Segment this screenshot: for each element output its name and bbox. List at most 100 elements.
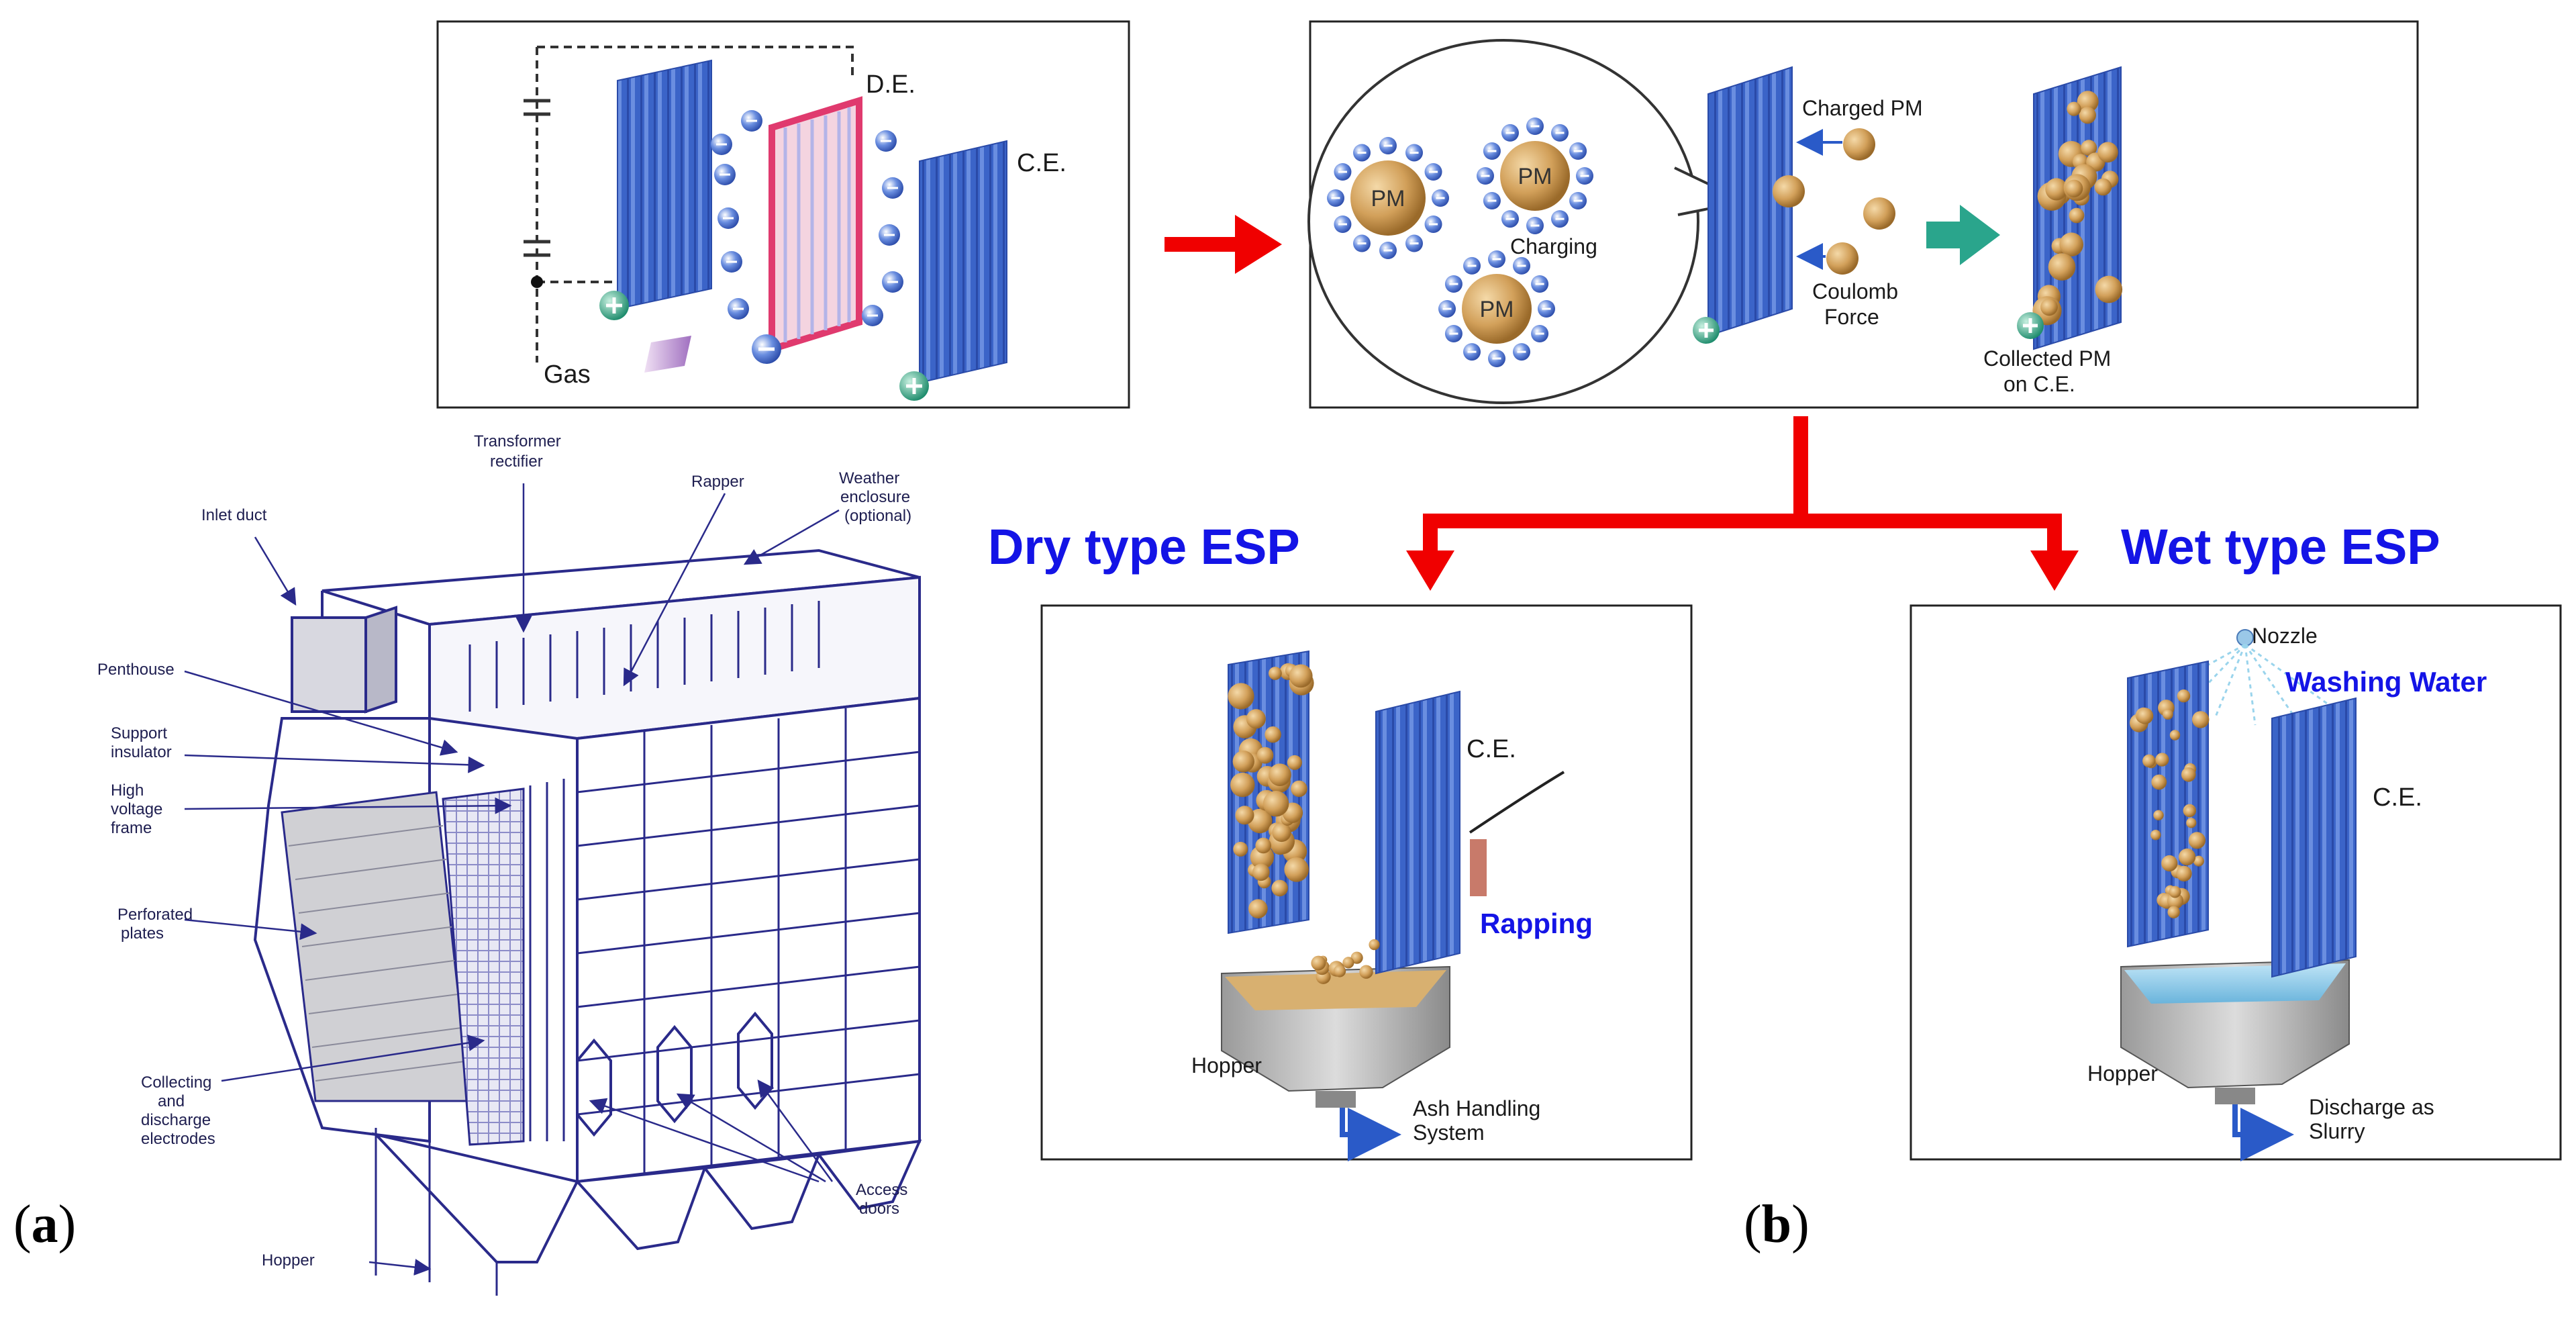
dry-particles-group [1228,663,1380,984]
collected-particle [1269,667,1282,680]
collected-particle [1271,879,1288,897]
water-spray-lines [2147,643,2330,726]
collected-particle [1269,763,1291,786]
label-washing-water: Washing Water [2285,666,2487,698]
collected-particle [2193,855,2204,867]
collected-particle [1359,965,1373,979]
collected-particle [1342,957,1354,969]
collected-particle [2161,855,2178,872]
label-gas: Gas [544,361,591,389]
collected-particle [2069,207,2085,224]
negative-ions-group [711,110,903,326]
panel-b-principle-box [436,20,1130,409]
label-hopper-dry: Hopper [1191,1053,1262,1077]
wet-esp-title: Wet type ESP [2121,519,2440,575]
label-discharge-electrode: D.E. [866,70,915,99]
label-rapper: Rapper [691,473,744,491]
pm-particle [1350,160,1426,236]
label-charged-pm: Charged PM [1802,96,1923,120]
collected-particle [2179,848,2196,866]
collected-particle [2188,832,2206,849]
collected-particle [2169,730,2181,740]
collected-particle [1334,965,1346,977]
collected-particle [1311,955,1326,971]
label-hopper-wet: Hopper [2087,1061,2158,1086]
collected-particle [2095,275,2123,303]
label-penthouse: Penthouse [97,661,175,679]
collected-particle [2045,178,2068,201]
panel-b-letter: (b) [1744,1195,1810,1254]
label-hopper-drawing: Hopper [262,1251,315,1269]
collected-particle [2176,865,2192,882]
gas-flow-arrow [644,336,691,373]
pm-label: PM [1371,186,1405,211]
collected-particle [2163,709,2173,720]
collected-particle [2153,810,2164,821]
collected-particle [1235,806,1254,825]
collected-particle [1233,841,1248,857]
collected-particle [2136,708,2154,724]
collected-particles-group [2032,91,2123,326]
red-arrow-branch [1406,416,2079,591]
pm-particle [1500,141,1570,211]
collected-particle [1252,863,1270,881]
collected-particle [1289,664,1313,688]
collected-particle [1291,780,1307,798]
panel-a-letter: (a) [13,1195,76,1254]
collected-particle [1369,939,1380,951]
collected-particle [2155,753,2169,767]
collected-particle [2094,178,2112,196]
collected-particle [2065,179,2083,197]
collected-particle [1230,772,1255,798]
panel-a-drawing [184,483,922,1296]
pm-label: PM [1480,297,1514,322]
collected-particle [1272,822,1291,843]
collected-particle [2040,298,2058,316]
collected-particle [1248,899,1268,918]
collected-particle [2151,774,2167,790]
pm-particle [1462,274,1532,344]
collected-particle [2067,101,2081,116]
label-inlet-duct: Inlet duct [201,506,267,524]
collected-particle [2169,885,2181,898]
wet-esp-box [1910,604,2562,1161]
collected-particle [2081,140,2097,156]
collected-particle [1228,683,1254,710]
collected-particle [2186,818,2197,828]
collected-particle [2048,253,2076,281]
teal-arrow [1926,205,2000,265]
wet-particles-group [2130,689,2210,919]
collected-particle [2192,711,2210,728]
label-ce-dry: C.E. [1467,735,1516,763]
red-arrow-right [1165,215,1282,274]
collected-particle [1255,837,1271,854]
collected-particle [2177,689,2191,703]
positive-terminal-icons-b [1693,312,2044,344]
collected-particle [2097,142,2118,163]
collected-particle [2184,806,2196,817]
label-collecting-electrode-top: C.E. [1017,149,1067,177]
collected-particle [1256,747,1274,764]
collected-particle [2181,767,2196,782]
label-ce-wet: C.E. [2373,783,2422,812]
label-nozzle: Nozzle [2252,624,2318,648]
collected-particle [1287,755,1302,770]
dry-esp-box [1040,604,1693,1161]
collected-particle [2167,892,2184,910]
collected-particle [2167,906,2180,919]
